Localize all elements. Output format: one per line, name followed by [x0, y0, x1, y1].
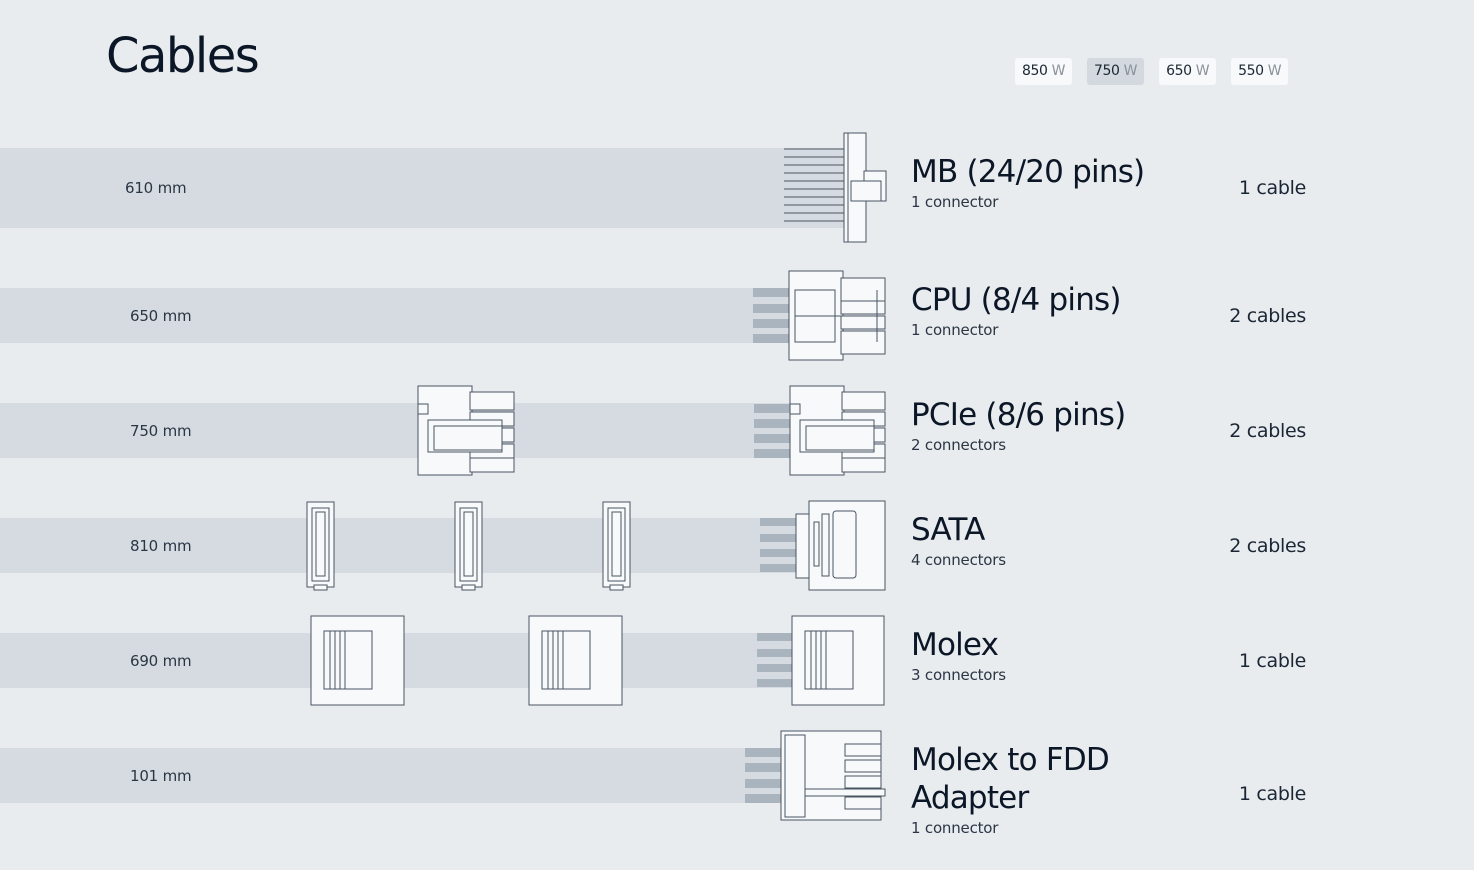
cable-count: 1 cable	[1238, 177, 1306, 199]
cable-name: Molex to FDD Adapter	[911, 742, 1110, 816]
connector-count: 1 connector	[911, 193, 999, 211]
wattage-650-button[interactable]: 650 W	[1159, 58, 1217, 85]
cable-name: CPU (8/4 pins)	[911, 282, 1122, 318]
pcie-end-connector-icon	[754, 385, 886, 476]
cable-count: 1 cable	[1238, 650, 1306, 672]
cable-length: 810 mm	[130, 537, 192, 555]
cable-name: MB (24/20 pins)	[911, 154, 1145, 190]
wattage-850-button[interactable]: 850 W	[1015, 58, 1073, 85]
pcie-inline-connector-icon	[417, 385, 515, 476]
mb-connector-icon	[784, 132, 887, 243]
cable-name: Molex	[911, 627, 999, 663]
connector-count: 4 connectors	[911, 551, 1006, 569]
cable-count: 2 cables	[1229, 420, 1306, 442]
cable-length: 650 mm	[130, 307, 192, 325]
sata-inline-connector-icon	[454, 501, 483, 591]
connector-count: 2 connectors	[911, 436, 1006, 454]
cable-name: SATA	[911, 512, 985, 548]
cable-band	[0, 748, 782, 803]
cable-count: 2 cables	[1229, 305, 1306, 327]
cable-band	[0, 288, 792, 343]
cable-length: 101 mm	[130, 767, 192, 785]
cable-band	[0, 403, 792, 458]
cable-name: PCIe (8/6 pins)	[911, 397, 1126, 433]
sata-inline-connector-icon	[602, 501, 631, 591]
cable-length: 750 mm	[130, 422, 192, 440]
molex-inline-connector-icon	[528, 615, 623, 706]
sata-end-connector-icon	[760, 500, 886, 591]
cable-count: 1 cable	[1238, 783, 1306, 805]
cpu-connector-icon	[753, 270, 886, 361]
page-title: Cables	[106, 28, 260, 84]
cable-band	[0, 518, 800, 573]
wattage-selector: 850 W 750 W 650 W 550 W	[1015, 58, 1289, 85]
molex-end-connector-icon	[757, 615, 885, 706]
wattage-750-button[interactable]: 750 W	[1087, 58, 1145, 85]
connector-count: 3 connectors	[911, 666, 1006, 684]
sata-inline-connector-icon	[306, 501, 335, 591]
connector-count: 1 connector	[911, 819, 999, 837]
cable-band	[0, 148, 845, 228]
fdd-connector-icon	[745, 730, 886, 821]
wattage-550-button[interactable]: 550 W	[1231, 58, 1289, 85]
molex-inline-connector-icon	[310, 615, 405, 706]
connector-count: 1 connector	[911, 321, 999, 339]
cable-count: 2 cables	[1229, 535, 1306, 557]
cable-length: 610 mm	[125, 179, 187, 197]
cable-length: 690 mm	[130, 652, 192, 670]
